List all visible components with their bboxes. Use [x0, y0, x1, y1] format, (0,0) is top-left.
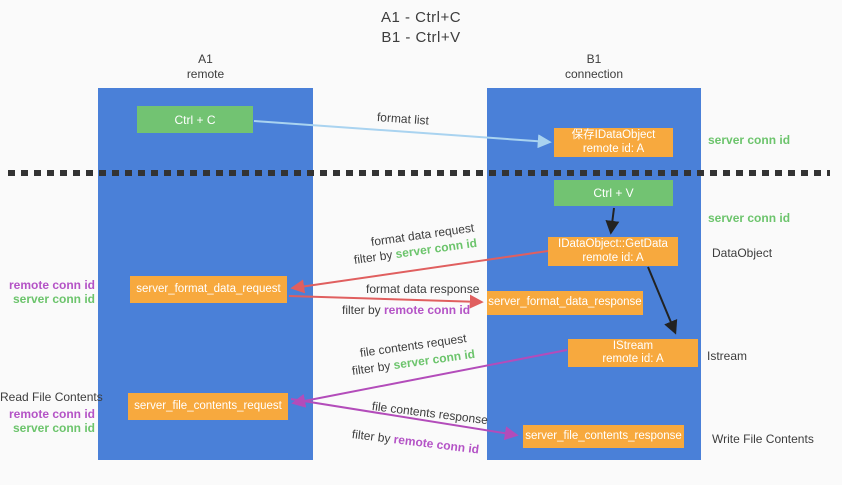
phase-divider-dashed-line — [8, 170, 830, 176]
left-read-file-contents: Read File Contents — [0, 390, 103, 404]
lane-a-id: A1 — [198, 52, 213, 66]
node-istream-line1: IStream — [612, 339, 654, 352]
node-server-format-data-request: server_format_data_request — [130, 276, 287, 303]
node-save-idataobject: 保存IDataObject remote id: A — [554, 128, 673, 157]
diagram-title: A1 - Ctrl+C B1 - Ctrl+V — [0, 8, 842, 48]
left-server-conn-id: server conn id — [12, 421, 95, 435]
remote-conn-id-text: remote conn id — [384, 303, 471, 317]
node-ctrl-v: Ctrl + V — [554, 180, 673, 206]
right-server-conn-id-top: server conn id — [708, 133, 791, 147]
title-line-1: A1 - Ctrl+C — [380, 9, 462, 26]
label-filter-format-response: filter by remote conn id — [342, 302, 470, 318]
node-server-format-data-response: server_format_data_response — [487, 291, 643, 315]
node-format-response-label: server_format_data_response — [488, 296, 642, 309]
right-server-conn-id-mid: server conn id — [708, 211, 791, 225]
label-file-contents-response: file contents response — [371, 399, 489, 428]
node-idataobject-getdata: IDataObject::GetData remote id: A — [548, 237, 678, 266]
node-istream-line2: remote id: A — [602, 353, 664, 365]
filter-by-text: filter by — [342, 303, 385, 317]
lane-a-header: A1 remote — [98, 52, 313, 82]
node-file-request-label: server_file_contents_request — [134, 399, 282, 412]
left-remote-conn-id: remote conn id — [8, 278, 95, 292]
remote-conn-id-text: remote conn id — [392, 432, 480, 457]
node-server-file-contents-request: server_file_contents_request — [128, 393, 288, 420]
lane-b-header: B1 connection — [487, 52, 701, 82]
filter-by-text: filter by — [351, 358, 395, 378]
node-getdata-line1: IDataObject::GetData — [558, 238, 668, 250]
lane-b-id: B1 — [586, 52, 602, 66]
left-remote-conn-id: remote conn id — [8, 407, 95, 421]
lane-a-subtitle: remote — [186, 67, 225, 81]
filter-by-text: filter by — [353, 247, 397, 267]
label-format-list: format list — [376, 110, 430, 128]
label-format-data-response: format data response — [366, 282, 480, 296]
node-save-idataobject-line1: 保存IDataObject — [571, 129, 656, 141]
node-file-response-label: server_file_contents_response — [525, 429, 682, 442]
filter-by-text: filter by — [351, 427, 395, 447]
left-conn-ids-file: remote conn id server conn id — [0, 407, 95, 435]
right-dataobject-label: DataObject — [712, 246, 773, 260]
node-server-file-contents-response: server_file_contents_response — [523, 425, 684, 448]
left-server-conn-id: server conn id — [12, 292, 95, 306]
node-getdata-line2: remote id: A — [582, 251, 644, 264]
node-istream: IStream remote id: A — [568, 339, 698, 367]
node-ctrl-c-label: Ctrl + C — [174, 112, 216, 127]
node-ctrl-v-label: Ctrl + V — [593, 186, 634, 200]
left-conn-ids-format: remote conn id server conn id — [0, 278, 95, 306]
node-ctrl-c: Ctrl + C — [137, 106, 253, 133]
node-save-idataobject-line2: remote id: A — [582, 142, 645, 155]
title-line-2: B1 - Ctrl+V — [381, 29, 461, 46]
node-format-request-label: server_format_data_request — [136, 282, 281, 295]
lane-b-subtitle: connection — [564, 67, 624, 81]
label-filter-file-response: filter by remote conn id — [351, 426, 480, 457]
right-write-file-contents: Write File Contents — [712, 432, 814, 446]
right-istream-label: Istream — [707, 349, 748, 363]
